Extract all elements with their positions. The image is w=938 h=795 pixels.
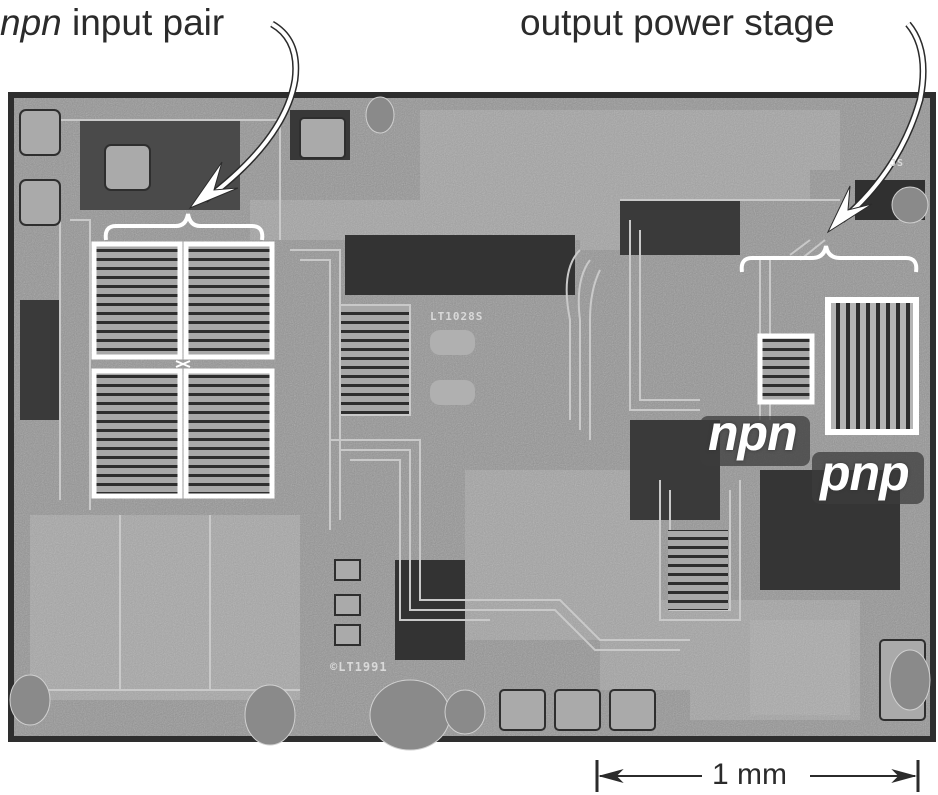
bond-pad	[554, 689, 601, 731]
label-pnp: pnp	[820, 445, 910, 501]
die-copyright: ©LT1991	[330, 660, 388, 674]
bond-ball	[889, 649, 931, 711]
brace-output-stage	[739, 245, 919, 273]
die-corner-mark: JS	[890, 158, 905, 169]
bond-pad	[334, 594, 361, 616]
bond-pad	[334, 559, 361, 581]
arrow-input-pair	[188, 20, 300, 210]
input-transistor-q3	[91, 368, 183, 499]
bond-ball	[891, 186, 929, 224]
input-transistor-q1	[91, 241, 183, 360]
callout-input-pair-text: input pair	[61, 2, 225, 43]
bond-pad	[104, 144, 151, 191]
output-npn-transistor	[757, 333, 815, 405]
npn-input-pair	[91, 241, 275, 499]
scale-arrow-right-icon	[891, 769, 917, 783]
bond-ball	[9, 674, 51, 726]
pnp-label-background	[812, 452, 924, 504]
bond-ball	[444, 689, 486, 735]
bond-pad	[334, 624, 361, 646]
arrow-output-stage	[826, 21, 927, 234]
label-npn: npn	[708, 405, 798, 461]
output-pnp-transistor	[825, 297, 919, 435]
scale-bar	[595, 760, 920, 792]
bond-pad	[19, 179, 61, 226]
input-transistor-q2	[183, 241, 275, 360]
bond-ball	[244, 684, 296, 746]
brace-input-pair	[103, 213, 265, 241]
callout-npn-italic: npn	[0, 2, 62, 43]
npn-label-background	[700, 416, 810, 466]
bond-ball	[365, 96, 395, 134]
bond-pad	[299, 117, 346, 159]
scale-arrow-left-icon	[598, 769, 624, 783]
input-transistor-q4	[183, 368, 275, 499]
bond-pad	[499, 689, 546, 731]
callout-npn-input-pair: npn input pair	[0, 4, 224, 41]
bond-pad	[19, 109, 61, 156]
scale-bar-label: 1 mm	[712, 758, 787, 791]
callout-output-power-stage: output power stage	[520, 2, 835, 43]
bond-pad	[609, 689, 656, 731]
bond-ball	[369, 679, 451, 751]
die-part-number: LT1028S	[430, 310, 484, 323]
